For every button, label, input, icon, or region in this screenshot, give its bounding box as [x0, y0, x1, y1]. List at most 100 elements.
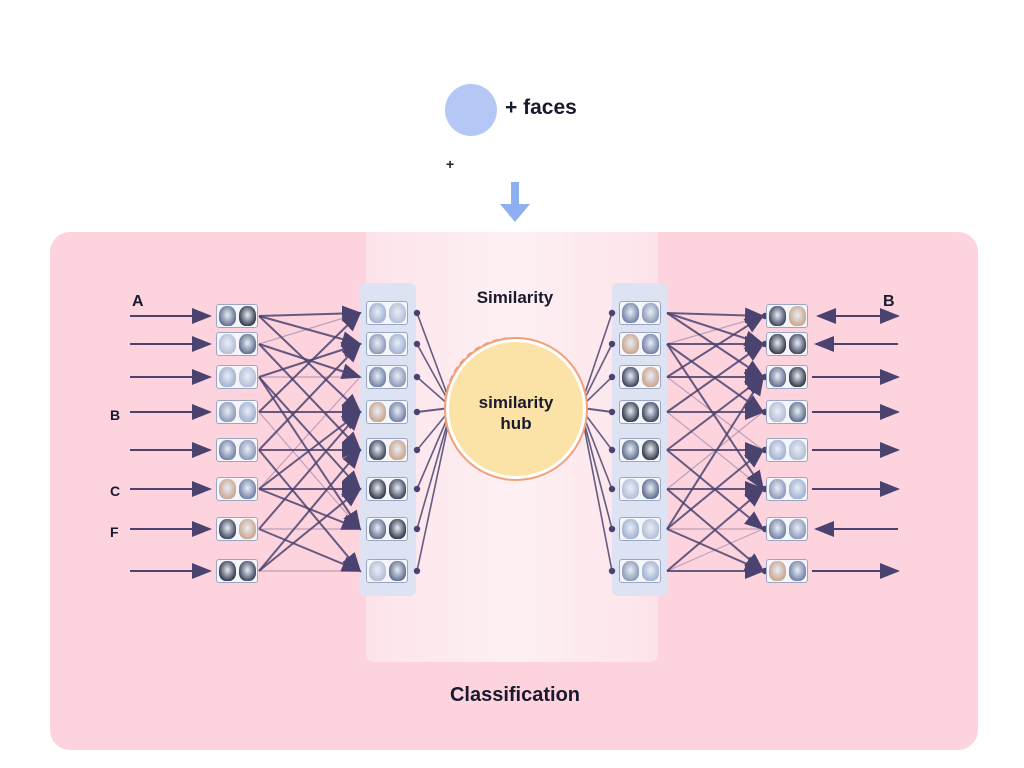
output-label-b: B	[883, 293, 895, 310]
face-thumbnail-icon	[768, 519, 786, 539]
face-tile-left-inner	[366, 559, 408, 583]
face-thumbnail-icon	[621, 479, 639, 499]
face-thumbnail-icon	[238, 334, 256, 354]
hub-fan-wire	[416, 413, 451, 530]
face-thumbnail-icon	[388, 519, 406, 539]
face-thumbnail-icon	[641, 402, 659, 422]
face-thumbnail-icon	[368, 519, 386, 539]
face-thumbnail-icon	[621, 440, 639, 460]
face-thumbnail-icon	[641, 561, 659, 581]
junction-dot	[413, 485, 421, 493]
face-thumbnail-icon	[621, 334, 639, 354]
face-thumbnail-icon	[788, 402, 806, 422]
face-thumbnail-icon	[768, 440, 786, 460]
junction-dot	[608, 525, 616, 533]
junction-dot	[413, 525, 421, 533]
face-thumbnail-icon	[368, 561, 386, 581]
face-thumbnail-icon	[641, 303, 659, 323]
hub-fan-wire	[581, 413, 613, 530]
face-thumbnail-icon	[368, 479, 386, 499]
face-thumbnail-icon	[788, 367, 806, 387]
face-thumbnail-icon	[641, 367, 659, 387]
face-thumbnail-icon	[368, 334, 386, 354]
face-tile-left-outer	[216, 517, 258, 541]
face-tile-right-outer	[766, 332, 808, 356]
face-tile-left-inner	[366, 517, 408, 541]
face-tile-left-outer	[216, 332, 258, 356]
hub-fan-wire	[581, 415, 613, 572]
hub-fan-wire	[581, 409, 613, 451]
face-thumbnail-icon	[218, 306, 236, 326]
left-crossing-wire	[258, 410, 362, 530]
left-crossing-wire	[258, 448, 362, 572]
face-thumbnail-icon	[388, 479, 406, 499]
face-thumbnail-icon	[238, 561, 256, 581]
face-thumbnail-icon	[238, 306, 256, 326]
face-thumbnail-icon	[218, 334, 236, 354]
face-thumbnail-icon	[621, 519, 639, 539]
face-thumbnail-icon	[768, 561, 786, 581]
face-tile-left-outer	[216, 365, 258, 389]
face-tile-right-inner	[619, 559, 661, 583]
similarity-hub-node	[449, 342, 583, 476]
face-thumbnail-icon	[218, 402, 236, 422]
face-thumbnail-icon	[768, 306, 786, 326]
hub-fan-wire	[416, 411, 451, 490]
right-crossing-wire	[666, 343, 765, 491]
face-thumbnail-icon	[641, 440, 659, 460]
hub-fan-wire	[581, 376, 613, 407]
face-tile-left-outer	[216, 477, 258, 501]
face-tile-left-inner	[366, 301, 408, 325]
face-thumbnail-icon	[218, 561, 236, 581]
junction-dot	[413, 408, 421, 416]
face-thumbnail-icon	[238, 440, 256, 460]
face-tile-right-outer	[766, 477, 808, 501]
face-tile-right-outer	[766, 400, 808, 424]
left-crossing-wire	[258, 315, 362, 414]
hub-fan-wire	[416, 415, 451, 572]
junction-dot	[608, 373, 616, 381]
face-tile-right-outer	[766, 559, 808, 583]
right-crossing-wire	[666, 375, 765, 530]
left-crossing-wire	[258, 315, 362, 347]
face-thumbnail-icon	[788, 306, 806, 326]
face-tile-right-inner	[619, 438, 661, 462]
face-thumbnail-icon	[641, 519, 659, 539]
hub-fan-wire	[581, 343, 613, 405]
right-crossing-wire	[666, 411, 764, 490]
face-thumbnail-icon	[641, 334, 659, 354]
face-tile-right-outer	[766, 517, 808, 541]
face-thumbnail-icon	[238, 479, 256, 499]
face-thumbnail-icon	[621, 303, 639, 323]
face-thumbnail-icon	[788, 561, 806, 581]
face-thumbnail-icon	[768, 402, 786, 422]
face-thumbnail-icon	[218, 367, 236, 387]
face-thumbnail-icon	[621, 561, 639, 581]
right-crossing-wire	[666, 487, 765, 572]
hub-fan-wire	[581, 407, 613, 413]
left-crossing-wire	[258, 376, 362, 531]
face-thumbnail-icon	[368, 440, 386, 460]
junction-dot	[608, 408, 616, 416]
face-tile-right-outer	[766, 438, 808, 462]
face-tile-left-outer	[216, 438, 258, 462]
face-thumbnail-icon	[788, 479, 806, 499]
hub-label-line2: hub	[500, 414, 532, 433]
faces-node-icon	[445, 84, 497, 136]
right-crossing-wire	[666, 342, 765, 413]
face-tile-left-inner	[366, 400, 408, 424]
left-crossing-wire	[258, 487, 362, 572]
face-thumbnail-icon	[218, 440, 236, 460]
face-thumbnail-icon	[788, 519, 806, 539]
down-arrow-icon	[500, 182, 530, 222]
face-thumbnail-icon	[388, 303, 406, 323]
junction-dot	[413, 340, 421, 348]
face-thumbnail-icon	[388, 561, 406, 581]
right-crossing-wire	[666, 307, 765, 324]
face-thumbnail-icon	[238, 519, 256, 539]
hub-label-line1: similarity	[478, 393, 554, 412]
hub-label: similarity hub	[449, 392, 583, 434]
left-crossing-wire	[258, 305, 362, 322]
face-tile-right-inner	[619, 332, 661, 356]
